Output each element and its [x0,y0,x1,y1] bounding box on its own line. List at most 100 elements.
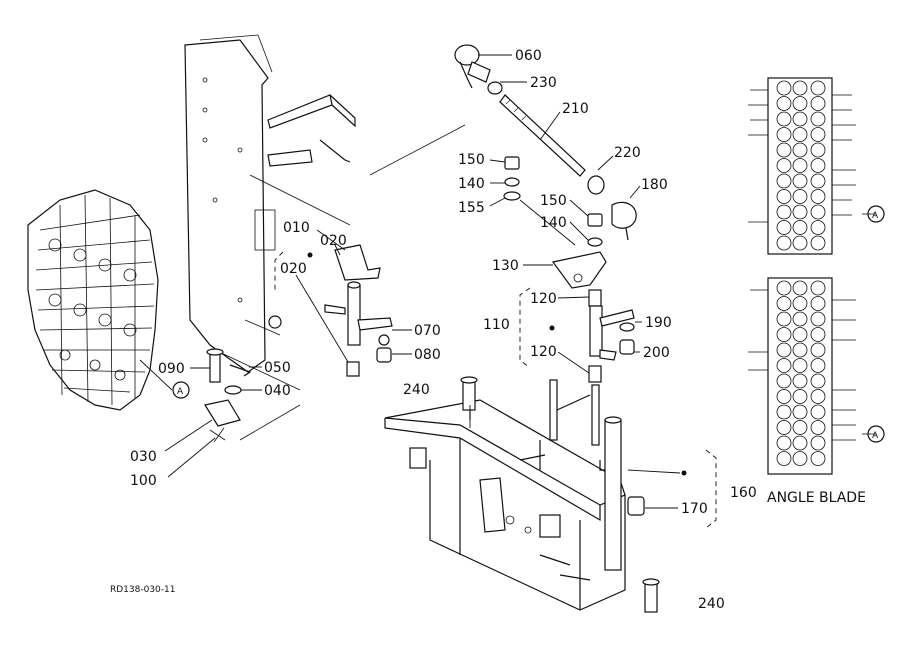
port-circle [776,111,792,127]
port-circle [792,220,808,235]
leader-lines [139,54,681,509]
port-circle [776,311,792,327]
port-circle [810,296,826,311]
port-circle [810,220,826,235]
group-bracket [519,287,531,369]
port-circle [810,235,826,251]
port-circle [792,296,808,311]
port-circle [810,189,826,204]
port-circle [792,311,808,327]
port-circle [792,404,808,420]
port-circle [792,158,808,173]
guide-line [369,124,466,176]
port-circle [810,280,826,296]
link-plate [551,251,607,289]
callout-200: 200 [643,345,670,361]
port-circle [792,280,808,296]
port-circle [810,373,826,389]
port-circle [810,435,826,451]
callout-170: 170 [681,501,708,517]
callout-190: 190 [645,315,672,331]
port-circle [776,127,792,142]
port-circle [792,80,808,96]
callout-labels: 060 230 210 220 180 150 140 155 150 140 … [130,48,866,612]
port-circle [792,435,808,451]
svg-text:A: A [872,431,879,441]
callout-240: 240 [698,596,725,612]
port-circle [792,373,808,389]
callout-050: 050 [264,360,291,376]
callout-140: 140 [540,215,567,231]
drawing-code: RD138-030-11 [110,585,176,595]
callout-220: 220 [614,145,641,161]
port-circle [810,158,826,173]
ref-marker-left: A [172,381,190,399]
bracket-plate [184,34,356,373]
port-circle [776,358,792,373]
port-circle [792,235,808,251]
port-circle [776,173,792,189]
port-circle [776,96,792,111]
shaft-assembly [588,289,635,383]
port-circle [792,420,808,435]
lever-assembly-left [324,244,393,377]
port-circle [810,127,826,142]
port-circle [792,358,808,373]
port-circle [792,142,808,158]
port-circle [776,280,792,296]
callout-020: 020 [320,233,347,249]
callout-150: 150 [540,193,567,209]
port-circle [810,111,826,127]
schematic-ports [776,80,826,466]
callout-020: 020 [280,261,307,277]
port-circle [810,389,826,404]
port-circle [792,451,808,466]
port-circle [792,204,808,220]
port-circle [810,204,826,220]
callout-070: 070 [414,323,441,339]
ref-marker-bottom-right: A [867,425,885,443]
port-circle [776,235,792,251]
port-circle [776,435,792,451]
port-circle [810,404,826,420]
guide-line [214,349,301,441]
callout-080: 080 [414,347,441,363]
callout-150: 150 [458,152,485,168]
port-circle [810,311,826,327]
port-circle [776,451,792,466]
callout-060: 060 [515,48,542,64]
port-circle [776,373,792,389]
port-circle [810,358,826,373]
callout-130: 130 [492,258,519,274]
port-circle [776,327,792,342]
callout-140: 140 [458,176,485,192]
port-circle [792,111,808,127]
port-circle [792,327,808,342]
port-circle [792,342,808,358]
port-circle [810,342,826,358]
callout-110: 110 [483,317,510,333]
valve-schematic-top [748,77,856,255]
port-circle [776,342,792,358]
control-valve-block [27,189,159,411]
port-circle [810,80,826,96]
port-circle [776,158,792,173]
callout-090: 090 [158,361,185,377]
port-circle [776,204,792,220]
angle-blade-label: ANGLE BLADE [767,490,866,506]
callout-230: 230 [530,75,557,91]
port-circle [776,389,792,404]
svg-text:A: A [177,387,184,397]
port-circle [792,127,808,142]
callout-180: 180 [641,177,668,193]
rod-assembly [454,44,637,241]
port-circle [776,80,792,96]
port-circle [776,220,792,235]
port-circle [810,142,826,158]
callout-120: 120 [530,344,557,360]
svg-text:A: A [872,211,879,221]
base-frame [384,376,660,613]
valve-schematic-bottom [748,277,856,475]
port-circle [792,96,808,111]
